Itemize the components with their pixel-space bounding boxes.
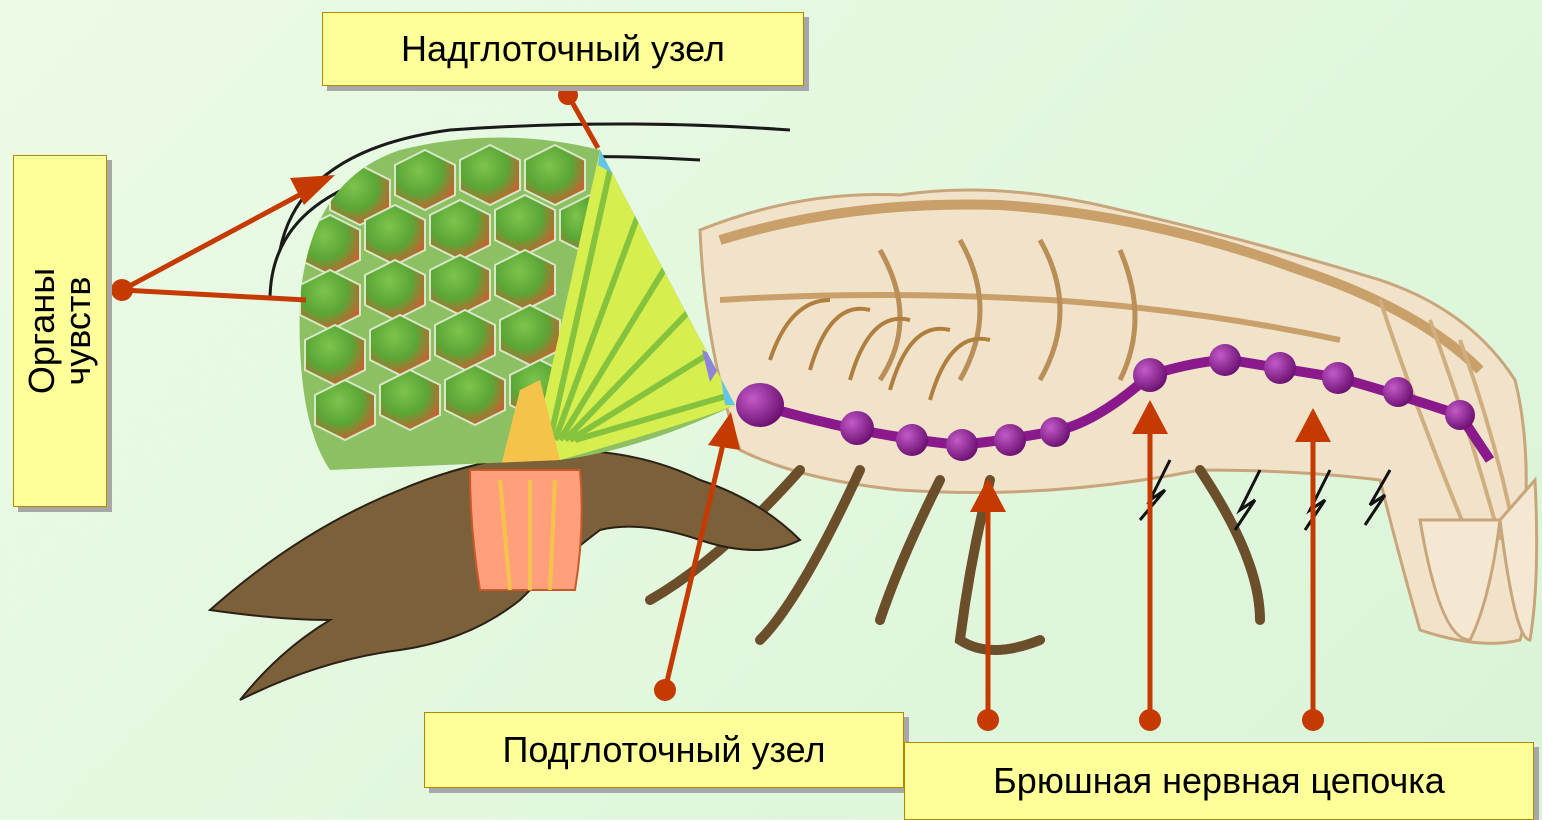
label-sense-organs-line2: чувств (57, 276, 98, 385)
crayfish-body (700, 190, 1537, 643)
label-ventral-chain-text: Брюшная нервная цепочка (993, 763, 1445, 799)
label-sense-organs: Органы чувств (13, 155, 107, 507)
label-subesophageal-ganglion: Подглоточный узел (424, 712, 904, 788)
label-supraesophageal-text: Надглоточный узел (401, 31, 725, 67)
label-ventral-nerve-chain: Брюшная нервная цепочка (904, 742, 1534, 820)
label-supraesophageal-ganglion: Надглоточный узел (322, 12, 804, 86)
label-sense-organs-line1: Органы (21, 268, 62, 394)
label-subesophageal-text: Подглоточный узел (503, 732, 826, 768)
label-sense-organs-text: Органы чувств (24, 268, 96, 394)
